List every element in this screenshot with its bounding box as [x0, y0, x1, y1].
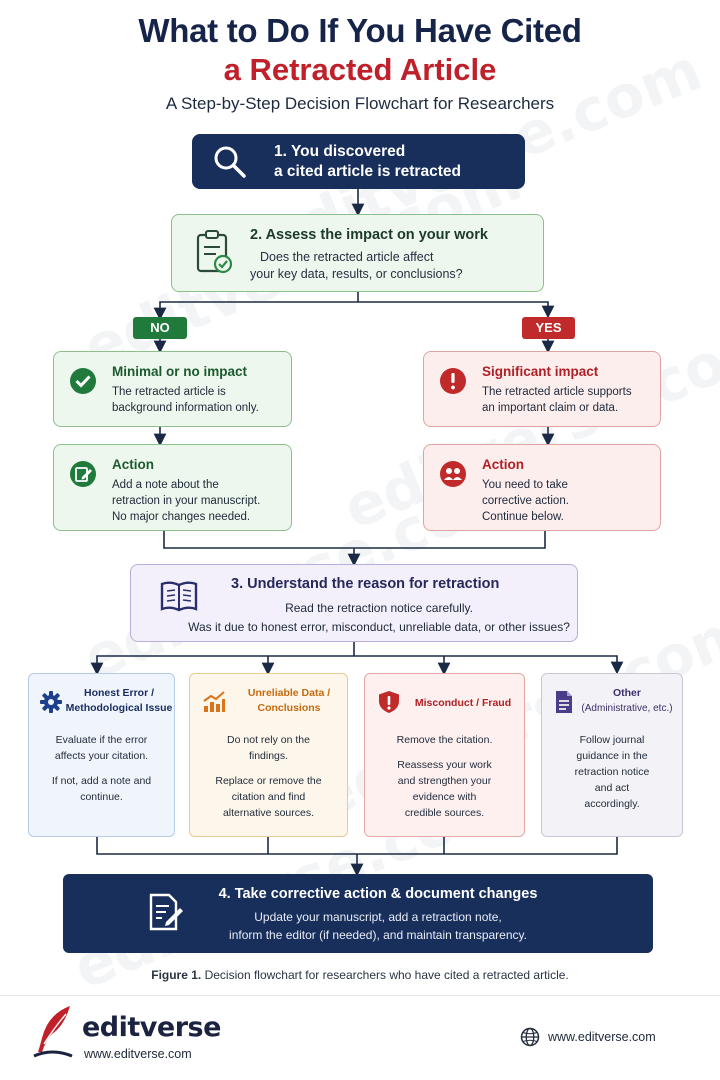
no-action-title: Action	[112, 457, 154, 472]
reason-1-head2: Methodological Issue	[65, 702, 173, 714]
reason-4-text: Follow journal	[579, 734, 645, 746]
pen-document-icon	[149, 893, 183, 931]
page-title-highlight: a Retracted Article	[223, 52, 497, 87]
yes-impact-box: Significant impact The retracted article…	[423, 351, 661, 427]
check-circle-icon	[70, 368, 96, 394]
document-icon	[556, 691, 572, 713]
search-icon	[214, 146, 246, 178]
reason-1-text: If not, add a note and	[51, 775, 152, 787]
step2-question-line1: Does the retracted article affect	[260, 250, 434, 264]
yes-impact-title: Significant impact	[482, 364, 599, 379]
clipboard-check-icon	[196, 230, 233, 274]
reason-1-text: Evaluate if the error	[55, 734, 148, 746]
reason-3-text: Reassess your work	[397, 759, 492, 771]
no-impact-line1: The retracted article is	[112, 386, 226, 398]
reason-3-text: Remove the citation.	[396, 734, 493, 746]
footer-divider	[0, 995, 720, 996]
branch-no-label: NO	[133, 317, 187, 339]
reason-2-text: citation and find	[231, 791, 306, 803]
yes-action-line2: corrective action.	[482, 495, 569, 507]
no-impact-line2: background information only.	[112, 402, 259, 414]
connector	[96, 655, 624, 675]
reason-4-text: guidance in the	[576, 750, 648, 762]
reason-4-head1: Other	[612, 687, 641, 699]
alert-icon	[440, 368, 466, 394]
connector	[163, 531, 546, 549]
reason-3-text: credible sources.	[404, 807, 485, 819]
step2-box: 2. Assess the impact on your work Does t…	[171, 214, 544, 292]
step3-line1: Read the retraction notice carefully.	[285, 601, 473, 615]
no-action-line2: retraction in your manuscript.	[112, 495, 261, 507]
shield-icon	[379, 691, 399, 713]
yes-action-line3: Continue below.	[482, 511, 564, 523]
connector	[96, 837, 618, 855]
brand-name: editverse	[82, 1012, 221, 1043]
no-action-line3: No major changes needed.	[112, 511, 251, 523]
globe-icon	[520, 1027, 540, 1047]
reason-2-text: Replace or remove the	[215, 775, 322, 787]
yes-action-title: Action	[482, 457, 524, 472]
gear-icon	[40, 691, 62, 713]
step4-title: 4. Take corrective action & document cha…	[218, 886, 538, 902]
reason-1-text: affects your citation.	[54, 750, 149, 762]
website-link[interactable]: www.editverse.com	[548, 1030, 656, 1044]
edit-icon	[70, 461, 96, 487]
reason-3-text: evidence with	[412, 791, 477, 803]
reason-2-text: findings.	[248, 750, 289, 762]
reason-other-box: Other (Administrative, etc.) Follow jour…	[541, 673, 683, 837]
book-icon	[160, 581, 198, 612]
page-title: What to Do If You Have Cited	[138, 12, 582, 49]
reason-4-text: and act	[594, 782, 630, 794]
step4-line1: Update your manuscript, add a retraction…	[254, 910, 502, 924]
reason-2-head1: Unreliable Data /	[247, 687, 331, 699]
reason-3-head1: Misconduct / Fraud	[414, 697, 512, 709]
reason-honest-error-box: Honest Error / Methodological Issue Eval…	[28, 673, 175, 837]
reason-2-text: alternative sources.	[222, 807, 315, 819]
step2-question-line2: your key data, results, or conclusions?	[250, 267, 463, 281]
page-subtitle: A Step-by-Step Decision Flowchart for Re…	[165, 94, 555, 113]
yes-impact-line2: an important claim or data.	[482, 402, 619, 414]
no-impact-title: Minimal or no impact	[112, 364, 248, 379]
yes-action-line1: You need to take	[482, 479, 568, 491]
step3-box: 3. Understand the reason for retraction …	[130, 564, 578, 642]
reason-2-text: Do not rely on the	[227, 734, 310, 746]
reason-1-head1: Honest Error /	[83, 687, 154, 699]
step2-title: 2. Assess the impact on your work	[250, 227, 488, 243]
figure-caption: Figure 1. Decision flowchart for researc…	[0, 968, 720, 982]
reason-misconduct-box: Misconduct / Fraud Remove the citation. …	[364, 673, 525, 837]
reason-unreliable-data-box: Unreliable Data / Conclusions Do not rel…	[189, 673, 348, 837]
reason-2-head2: Conclusions	[257, 702, 321, 714]
step1-box: 1. You discovered a cited article is ret…	[192, 134, 525, 189]
connector	[159, 301, 555, 319]
yes-action-box: Action You need to take corrective actio…	[423, 444, 661, 531]
reason-1-text: continue.	[80, 791, 123, 803]
brand-url[interactable]: www.editverse.com	[84, 1047, 192, 1061]
no-action-line1: Add a note about the	[112, 479, 219, 491]
no-action-box: Action Add a note about the retraction i…	[53, 444, 292, 531]
reason-4-head2: (Administrative, etc.)	[581, 703, 673, 714]
reason-4-text: retraction notice	[574, 766, 650, 778]
step4-box: 4. Take corrective action & document cha…	[63, 874, 653, 953]
step4-line2: inform the editor (if needed), and maint…	[229, 928, 527, 942]
no-impact-box: Minimal or no impact The retracted artic…	[53, 351, 292, 427]
yes-impact-line1: The retracted article supports	[482, 386, 632, 398]
step1-line2: a cited article is retracted	[274, 163, 461, 180]
people-icon	[440, 461, 466, 487]
chart-icon	[203, 691, 225, 712]
branch-yes-label: YES	[522, 317, 575, 339]
reason-3-text: and strengthen your	[397, 775, 492, 787]
step1-line1: 1. You discovered	[274, 143, 406, 160]
caption-text: Decision flowchart for researchers who h…	[204, 968, 569, 982]
caption-label: Figure 1.	[151, 968, 202, 982]
step3-line2: Was it due to honest error, misconduct, …	[188, 620, 570, 634]
step3-title: 3. Understand the reason for retraction	[231, 576, 500, 592]
quill-logo-icon	[33, 1006, 73, 1058]
reason-4-text: accordingly.	[584, 798, 640, 810]
